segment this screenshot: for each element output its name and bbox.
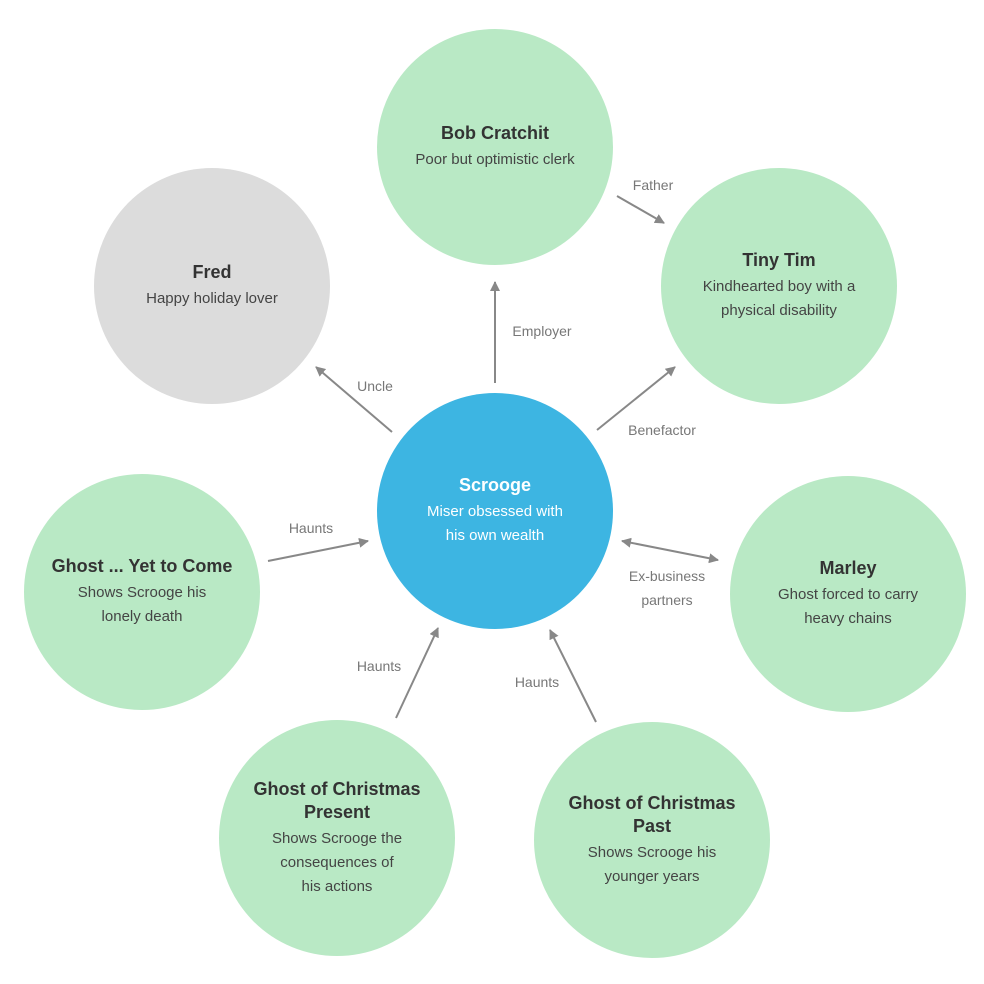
edge-benefactor-arrow xyxy=(596,366,676,431)
node-scrooge-desc: Miser obsessed with his own wealth xyxy=(427,503,563,544)
node-fred-title: Fred xyxy=(192,262,232,282)
node-marley-title: Marley xyxy=(819,558,877,578)
node-tim-desc: Kindhearted boy with a physical disabili… xyxy=(702,278,856,319)
node-fred-desc: Happy holiday lover xyxy=(146,290,278,307)
node-past-desc: Shows Scrooge his younger years xyxy=(587,843,717,885)
node-ghost-yet-to-come: Ghost ... Yet to Come Shows Scrooge his … xyxy=(24,474,260,710)
edge-father-arrow xyxy=(616,195,665,224)
node-bob-desc: Poor but optimistic clerk xyxy=(415,151,575,168)
node-bob-cratchit: Bob Cratchit Poor but optimistic clerk xyxy=(377,29,613,265)
node-tim-title: Tiny Tim xyxy=(742,250,816,270)
node-future-desc: Shows Scrooge his lonely death xyxy=(77,584,207,625)
node-tiny-tim: Tiny Tim Kindhearted boy with a physical… xyxy=(661,168,897,404)
node-present-title: Ghost of Christmas Present xyxy=(253,778,421,822)
edge-label-benefactor: Benefactor xyxy=(628,422,696,438)
node-marley: Marley Ghost forced to carry heavy chain… xyxy=(730,476,966,712)
edge-label-haunts-present: Haunts xyxy=(356,658,402,674)
node-future-title: Ghost ... Yet to Come xyxy=(51,556,233,576)
edge-haunts-past-arrow xyxy=(549,629,597,723)
node-scrooge-title: Scrooge xyxy=(458,475,532,495)
edge-haunts-future-arrow xyxy=(267,537,369,562)
edge-label-father: Father xyxy=(632,177,674,193)
edge-label-uncle: Uncle xyxy=(357,378,393,394)
node-present-desc: Shows Scrooge the consequences of his ac… xyxy=(271,829,403,895)
node-ghost-christmas-present: Ghost of Christmas Present Shows Scrooge… xyxy=(219,720,455,956)
edge-label-haunts-future: Haunts xyxy=(288,520,334,536)
edge-uncle-arrow xyxy=(315,366,393,433)
edge-label-ex-business-partners: Ex-business partners xyxy=(628,568,706,608)
node-scrooge: Scrooge Miser obsessed with his own weal… xyxy=(377,393,613,629)
edge-ex-partners-arrow xyxy=(621,537,719,564)
node-past-title: Ghost of Christmas Past xyxy=(568,792,736,836)
edge-haunts-present-arrow xyxy=(395,627,439,719)
edge-label-employer: Employer xyxy=(512,323,572,339)
node-marley-desc: Ghost forced to carry heavy chains xyxy=(777,586,919,627)
node-fred: Fred Happy holiday lover xyxy=(94,168,330,404)
node-bob-title: Bob Cratchit xyxy=(441,123,549,143)
node-ghost-christmas-past: Ghost of Christmas Past Shows Scrooge hi… xyxy=(534,722,770,958)
edge-label-haunts-past: Haunts xyxy=(514,674,560,690)
